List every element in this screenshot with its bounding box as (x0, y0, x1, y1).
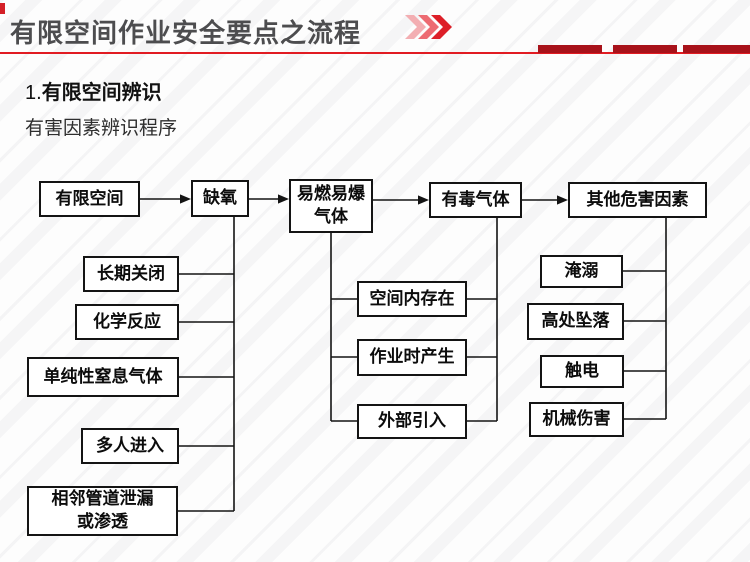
hazard-node-fall-from-height: 高处坠落 (527, 303, 624, 340)
cause-node-chemical-reaction: 化学反应 (75, 304, 179, 340)
left-edge-accent (0, 3, 5, 14)
arrowhead-icon (180, 194, 568, 205)
source-node-existing-in-space: 空间内存在 (357, 281, 467, 317)
section-heading-text: 有限空间辨识 (41, 82, 162, 104)
page-title: 有限空间作业安全要点之流程 (10, 18, 362, 48)
flow-node-oxygen-deficiency: 缺氧 (191, 180, 249, 217)
flow-node-flammable-explosive-gas: 易燃易爆 气体 (289, 179, 373, 233)
cause-node-adjacent-pipeline-leak: 相邻管道泄漏 或渗透 (27, 486, 178, 536)
header-dash-decoration (538, 45, 602, 53)
header-dash-decoration (683, 45, 750, 53)
section-heading: 1.有限空间辨识 (25, 76, 162, 105)
cause-node-multiple-entrants: 多人进入 (81, 428, 179, 464)
flow-node-limited-space: 有限空间 (39, 181, 140, 217)
flow-node-toxic-gas: 有毒气体 (429, 182, 522, 218)
flow-node-other-hazard-factors: 其他危害因素 (568, 182, 707, 218)
header-rule (0, 52, 750, 54)
hazard-node-mechanical-injury: 机械伤害 (529, 402, 624, 437)
section-subheading: 有害因素辨识程序 (25, 118, 178, 139)
hazard-node-electric-shock: 触电 (540, 355, 624, 388)
header-dash-decoration (613, 45, 677, 53)
cause-node-long-term-closure: 长期关闭 (83, 256, 179, 292)
cause-node-simple-asphyxiant-gas: 单纯性窒息气体 (27, 357, 179, 397)
section-number: 1. (25, 82, 42, 104)
source-node-generated-during-work: 作业时产生 (357, 339, 467, 376)
hazard-node-drowning: 淹溺 (540, 255, 623, 288)
source-node-external-introduction: 外部引入 (357, 404, 467, 439)
triple-chevron-right-icon (405, 15, 452, 39)
